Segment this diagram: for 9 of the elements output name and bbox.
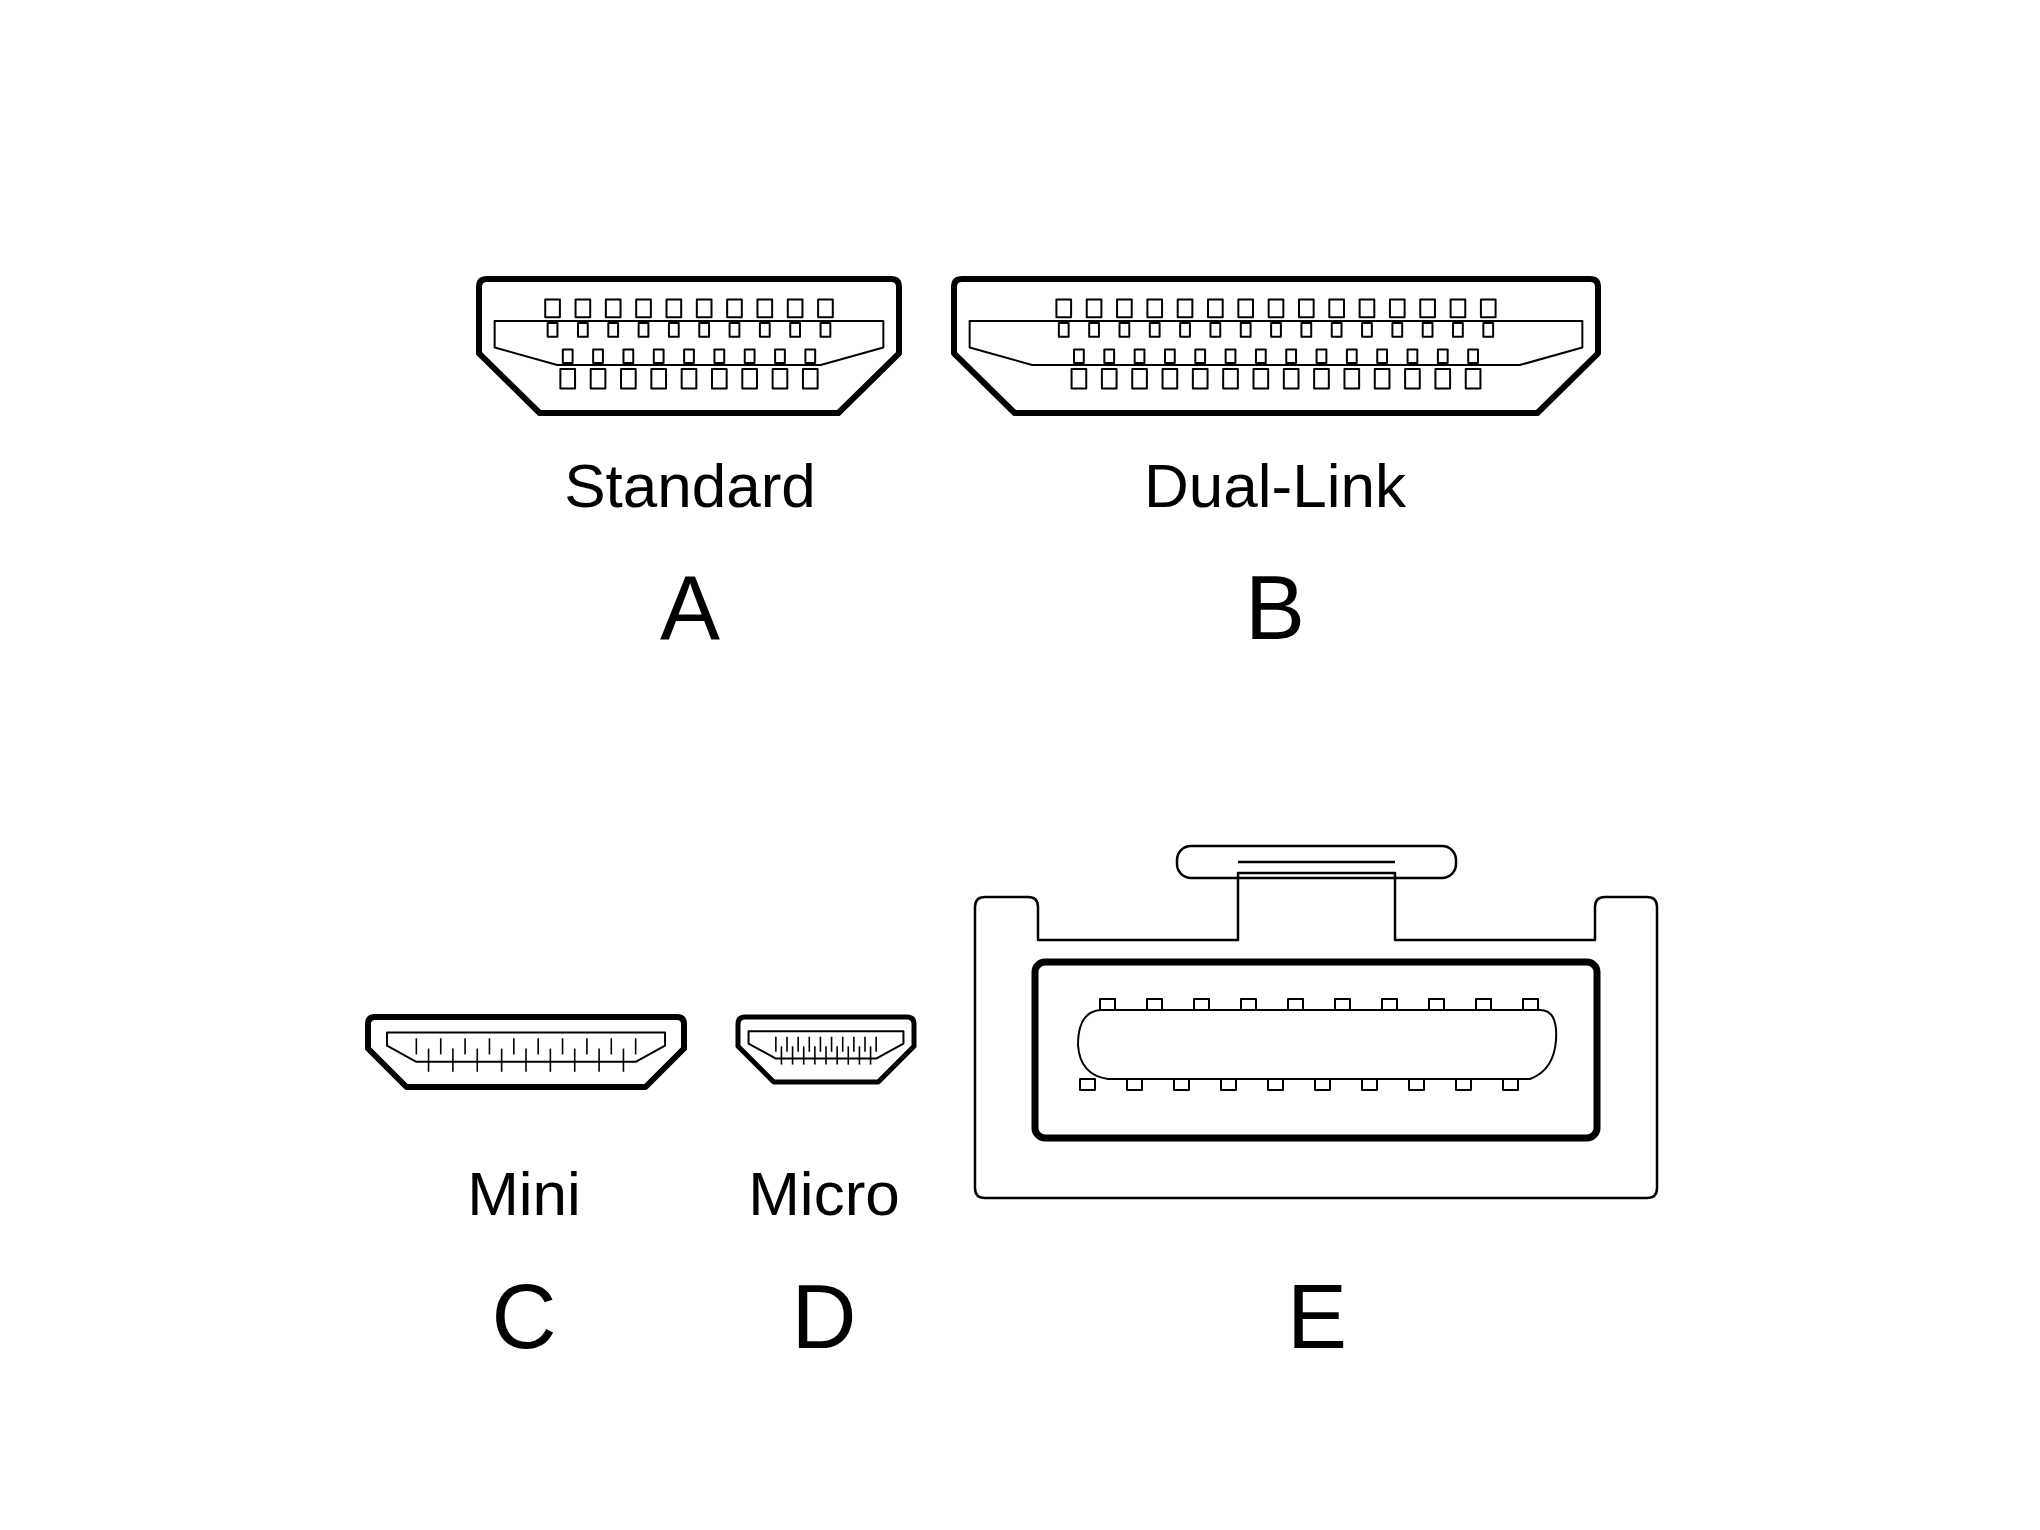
- type-letter: A: [660, 563, 720, 653]
- type-letter: E: [1287, 1272, 1347, 1362]
- connector-name: Standard: [564, 455, 816, 517]
- connector-name: Micro: [748, 1163, 900, 1225]
- type-letter: C: [491, 1272, 557, 1362]
- type-letter: D: [791, 1272, 857, 1362]
- connector-name: Mini: [467, 1163, 581, 1225]
- type-letter: B: [1245, 563, 1305, 653]
- connector-name: Dual-Link: [1144, 455, 1406, 517]
